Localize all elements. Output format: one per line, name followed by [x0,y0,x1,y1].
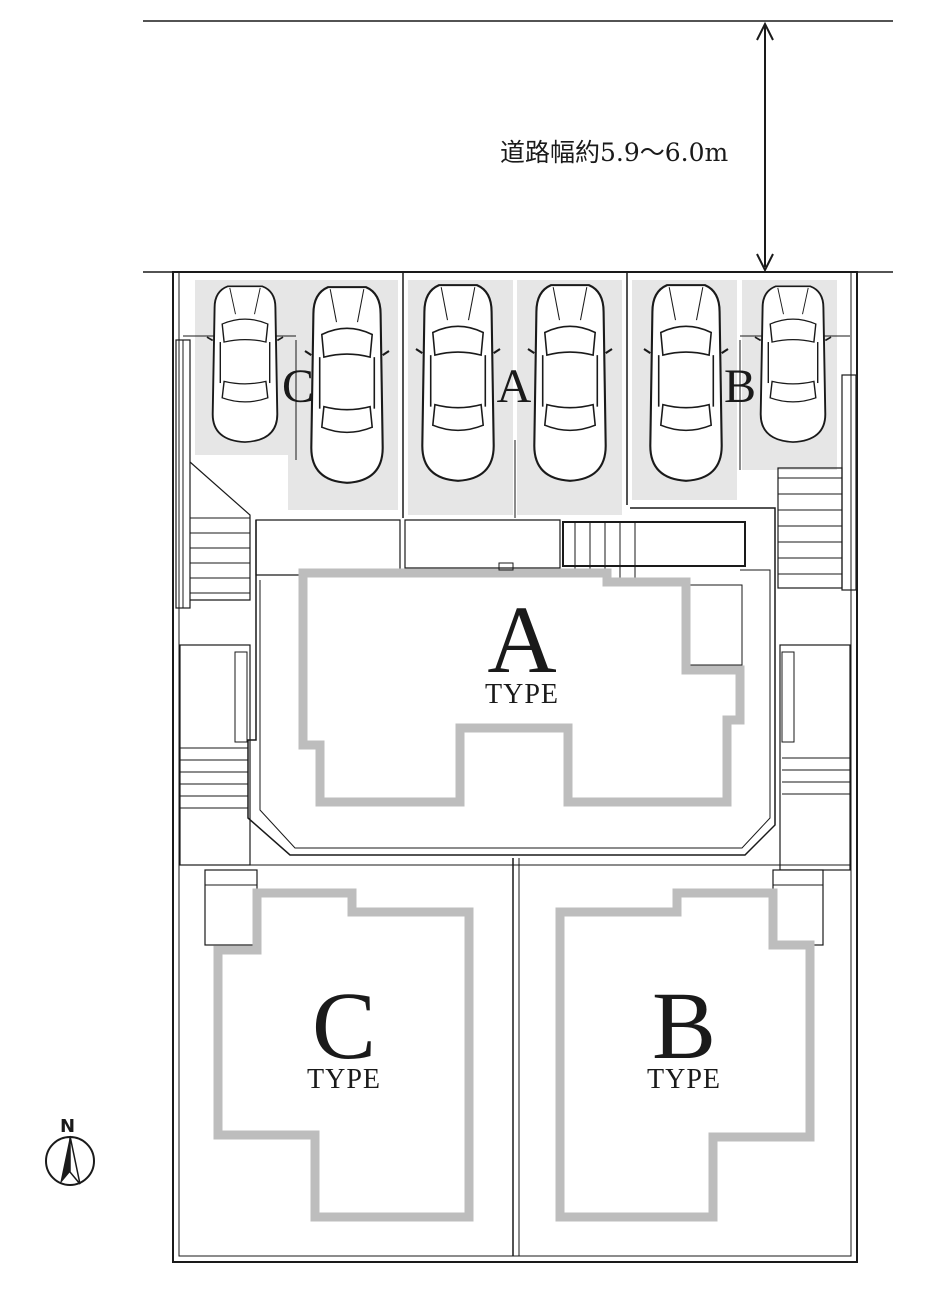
unit-a-letter: A [487,586,557,693]
road-width-label: 道路幅約5.9～6.0m [498,133,731,169]
unit-c-type: TYPE [307,1064,381,1095]
unit-a-type: TYPE [485,679,559,710]
parking-label-a: A [496,360,532,413]
unit-b-type: TYPE [647,1064,721,1095]
parking-label-c: C [281,360,314,413]
north-label: N [60,1116,76,1137]
parking-label-b: B [723,360,756,413]
unit-c-letter: C [311,972,377,1079]
unit-b-letter: B [651,972,717,1079]
